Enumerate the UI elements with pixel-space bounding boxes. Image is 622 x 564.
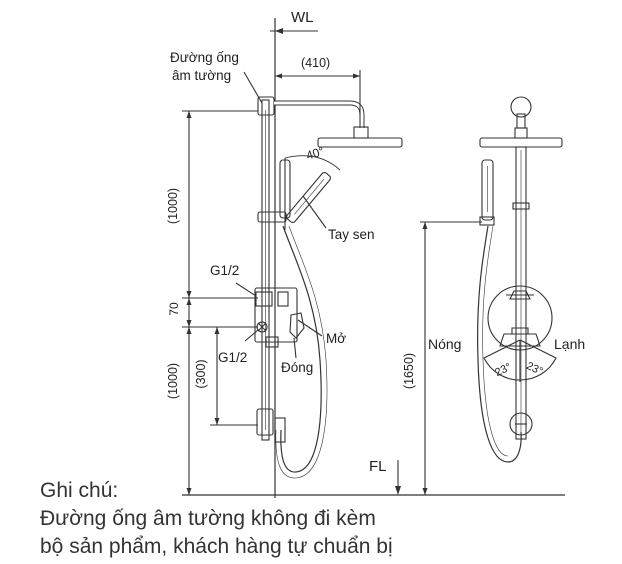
shower-arm-core bbox=[274, 101, 364, 128]
open-label: Mở bbox=[326, 331, 346, 346]
inlet-fitting-cross2 bbox=[257, 322, 267, 332]
shower-arm bbox=[274, 100, 365, 128]
inlet-upper-leader bbox=[235, 282, 257, 297]
inlet-upper-label: G1/2 bbox=[210, 263, 239, 278]
dim-arrows-left bbox=[186, 111, 220, 495]
front-top-mount bbox=[510, 96, 532, 118]
cold-arc bbox=[519, 339, 557, 381]
hand-shower-tilted bbox=[286, 171, 332, 224]
cold-label: Lạnh bbox=[554, 336, 585, 352]
front-rail-clip bbox=[512, 202, 530, 210]
angle-cold-label: 23° bbox=[524, 360, 544, 378]
front-view bbox=[420, 96, 565, 496]
arm-length-label: (410) bbox=[301, 56, 330, 70]
hot-arc bbox=[483, 339, 521, 381]
angle-hot-label: 23° bbox=[493, 361, 513, 379]
embedded-pipe-leader bbox=[243, 71, 263, 104]
floor-line-label: FL bbox=[369, 458, 387, 475]
inlet-offset-label: (300) bbox=[194, 359, 208, 388]
front-hand-shower bbox=[481, 159, 494, 221]
floor-arrow-head bbox=[395, 486, 401, 495]
front-hose bbox=[477, 225, 522, 463]
hot-label: Nóng bbox=[428, 336, 461, 352]
inlet-lower-label: G1/2 bbox=[218, 350, 247, 365]
total-height-label: (1650) bbox=[402, 353, 416, 389]
front-hand-holder bbox=[479, 216, 495, 226]
bottom-outlet bbox=[274, 417, 286, 443]
hand-shower-leader bbox=[302, 195, 327, 229]
wall-line-label: WL bbox=[291, 9, 314, 26]
mixer-lever bbox=[289, 312, 305, 339]
hand-shower-upright bbox=[279, 159, 291, 219]
front-arm bbox=[516, 113, 526, 129]
slide-holder bbox=[257, 211, 287, 223]
diverter-handle bbox=[506, 290, 534, 300]
side-view bbox=[182, 18, 425, 498]
rain-head-neck bbox=[353, 126, 369, 139]
open-leader bbox=[297, 319, 323, 337]
hose bbox=[280, 225, 322, 473]
embedded-pipe-label-1: Đường ống bbox=[170, 50, 239, 65]
embedded-pipe-label-2: âm tường bbox=[172, 68, 231, 83]
mixer-body bbox=[254, 287, 298, 343]
tilt-angle-label: 40° bbox=[304, 144, 326, 163]
note-line-1: Đường ống âm tường không đi kèm bbox=[40, 507, 376, 530]
note-line-2: bộ sản phẩm, khách hàng tự chuẩn bị bbox=[40, 535, 393, 558]
arm-dim-arrow-left bbox=[275, 73, 282, 79]
hand-shower-label: Tay sen bbox=[328, 227, 375, 242]
bottom-wall-mount bbox=[256, 408, 274, 436]
upper-port bbox=[255, 291, 273, 307]
lower-port bbox=[265, 336, 279, 348]
front-bottom-mount bbox=[509, 412, 533, 436]
front-mixer-lever bbox=[499, 327, 541, 347]
hose-inner bbox=[275, 225, 328, 479]
diverter-knob bbox=[277, 291, 289, 307]
note-title: Ghi chú: bbox=[40, 479, 119, 502]
rain-shower-head bbox=[317, 137, 403, 148]
wall-line-arrow bbox=[275, 28, 283, 34]
arm-dim-arrow-right bbox=[353, 73, 360, 79]
upper-height-label: (1000) bbox=[166, 188, 180, 224]
close-leader bbox=[293, 337, 297, 359]
front-hose-inner bbox=[482, 225, 509, 457]
inlet-lower-leader bbox=[244, 329, 259, 342]
front-rain-head bbox=[479, 137, 563, 148]
top-wall-mount bbox=[257, 96, 275, 116]
lower-height-label: (1000) bbox=[166, 363, 180, 399]
slide-bar bbox=[261, 99, 270, 441]
front-head-neck bbox=[514, 127, 528, 139]
tilt-arc bbox=[284, 155, 341, 171]
close-label: Đóng bbox=[281, 360, 313, 375]
spacing-label: 70 bbox=[167, 302, 181, 316]
